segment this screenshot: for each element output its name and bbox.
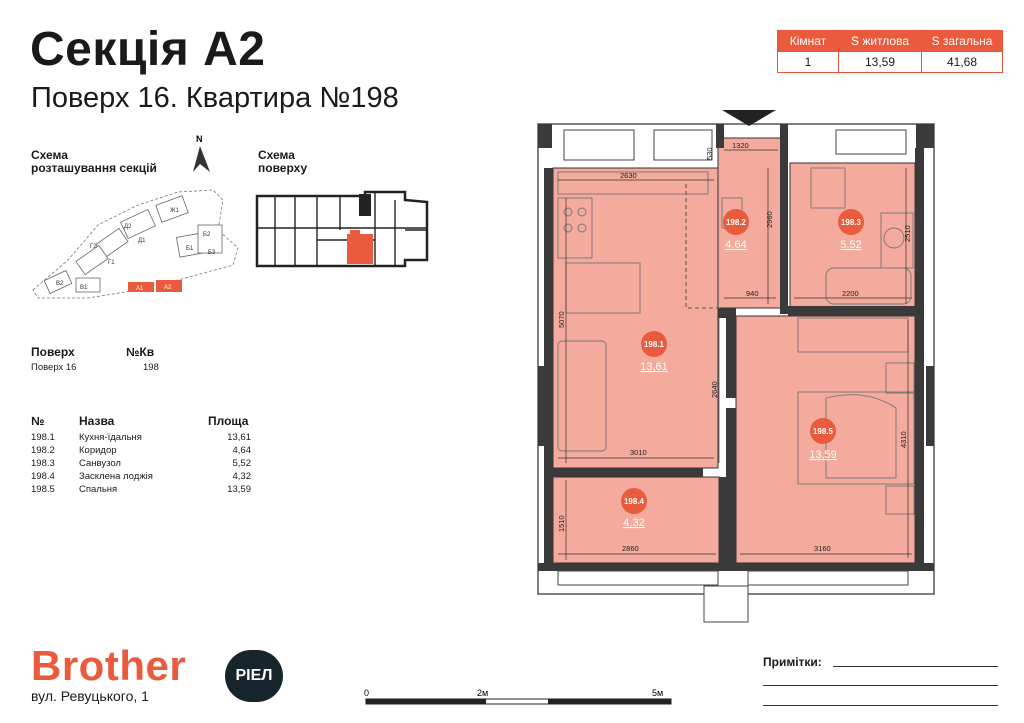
svg-text:2510: 2510 <box>903 225 912 242</box>
svg-text:В1: В1 <box>80 285 88 291</box>
svg-text:1510: 1510 <box>557 515 566 532</box>
floor-scheme <box>255 190 429 268</box>
rooms-header-name: Назва <box>79 414 115 428</box>
section-title: Секція А2 <box>30 23 266 76</box>
svg-text:5070: 5070 <box>557 311 566 328</box>
notes-label: Примітки: <box>763 655 822 669</box>
svg-text:5м: 5м <box>652 688 663 698</box>
svg-text:2640: 2640 <box>710 381 719 398</box>
room-row: 198.1 Кухня-їдальня 13,61 <box>31 432 251 443</box>
svg-text:2м: 2м <box>477 688 488 698</box>
north-arrow-icon: N <box>193 134 210 172</box>
svg-text:Г1: Г1 <box>108 260 115 266</box>
svg-text:Б3: Б3 <box>208 250 216 256</box>
room-row: 198.5 Спальня 13,59 <box>31 484 251 495</box>
svg-text:Г2: Г2 <box>90 244 97 250</box>
svg-text:198.4: 198.4 <box>624 497 645 506</box>
svg-text:4310: 4310 <box>899 431 908 448</box>
floor-apartment-subtitle: Поверх 16. Квартира №198 <box>31 82 399 114</box>
svg-text:530: 530 <box>705 147 714 160</box>
svg-text:Б1: Б1 <box>186 246 194 252</box>
room-label-198-5: 198.5 13,59 <box>809 418 837 461</box>
room-label-198-3: 198.3 5,52 <box>838 209 864 251</box>
svg-text:Д2: Д2 <box>124 224 132 230</box>
svg-text:13,59: 13,59 <box>809 449 837 461</box>
entrance-arrow-icon <box>722 110 776 126</box>
svg-text:1320: 1320 <box>732 141 749 150</box>
sections-location-scheme: N Ж1 Д2 Д1 Г2 Г1 Б1 Б2 Б3 В2 В1 А1 А2 <box>32 134 239 299</box>
svg-text:В2: В2 <box>56 281 64 287</box>
summary-rooms-value: 1 <box>777 51 839 73</box>
svg-text:4,32: 4,32 <box>623 517 644 529</box>
svg-text:4,64: 4,64 <box>725 239 746 251</box>
notes-line <box>833 666 998 667</box>
address: вул. Ревуцького, 1 <box>31 688 149 704</box>
svg-text:5,52: 5,52 <box>840 239 861 251</box>
brand-badge: РІЕЛ <box>225 650 283 702</box>
svg-text:Б2: Б2 <box>203 232 211 238</box>
svg-text:198.2: 198.2 <box>726 218 747 227</box>
room-label-198-2: 198.2 4,64 <box>723 209 749 251</box>
summary-table: Кімнат S житлова S загальна 1 13,59 41,6… <box>777 30 1003 73</box>
rooms-header-number: № <box>31 414 45 428</box>
floor-value: Поверх 16 <box>31 362 77 373</box>
room-label-198-4: 198.4 4,32 <box>621 488 647 529</box>
room-bathroom <box>789 162 916 309</box>
svg-text:2960: 2960 <box>765 211 774 228</box>
svg-text:А1: А1 <box>136 286 144 292</box>
svg-text:N: N <box>196 134 203 144</box>
svg-text:3010: 3010 <box>630 448 647 457</box>
floor-header: Поверх <box>31 345 75 359</box>
summary-header-living-area: S житлова <box>838 30 922 52</box>
svg-text:198.3: 198.3 <box>841 218 862 227</box>
summary-living-area-value: 13,59 <box>838 51 922 73</box>
brand-logo: Brother <box>31 642 187 689</box>
svg-text:2200: 2200 <box>842 289 859 298</box>
sections-scheme-label: Схема розташування секцій <box>31 148 157 175</box>
room-label-198-1: 198.1 13,61 <box>640 331 668 373</box>
svg-text:13,61: 13,61 <box>640 361 668 373</box>
apartment-floor-plan: 198.1 13,61 198.2 4,64 198.3 5,52 198.4 … <box>537 110 935 623</box>
room-row: 198.4 Засклена лоджія 4,32 <box>31 471 251 482</box>
svg-text:198.1: 198.1 <box>644 340 665 349</box>
notes-line <box>763 705 998 706</box>
rooms-list: 198.1 Кухня-їдальня 13,61 198.2 Коридор … <box>31 432 256 502</box>
svg-text:0: 0 <box>364 688 369 698</box>
summary-header-total-area: S загальна <box>921 30 1003 52</box>
summary-header-rooms: Кімнат <box>777 30 839 52</box>
apartment-number-value: 198 <box>143 362 159 373</box>
svg-text:Д1: Д1 <box>138 238 146 244</box>
floor-scheme-label: Схема поверху <box>258 148 308 175</box>
scale-bar: 0 2м 5м <box>364 688 672 705</box>
svg-text:3160: 3160 <box>814 544 831 553</box>
svg-text:198.5: 198.5 <box>813 427 834 436</box>
svg-text:2860: 2860 <box>622 544 639 553</box>
svg-text:Ж1: Ж1 <box>170 208 180 214</box>
room-row: 198.2 Коридор 4,64 <box>31 445 251 456</box>
notes-line <box>763 685 998 686</box>
apartment-number-header: №Кв <box>126 345 155 359</box>
room-row: 198.3 Санвузол 5,52 <box>31 458 251 469</box>
rooms-header-area: Площа <box>208 414 249 428</box>
svg-text:940: 940 <box>746 289 759 298</box>
svg-text:2630: 2630 <box>620 171 637 180</box>
summary-total-area-value: 41,68 <box>921 51 1003 73</box>
svg-text:А2: А2 <box>164 285 172 291</box>
